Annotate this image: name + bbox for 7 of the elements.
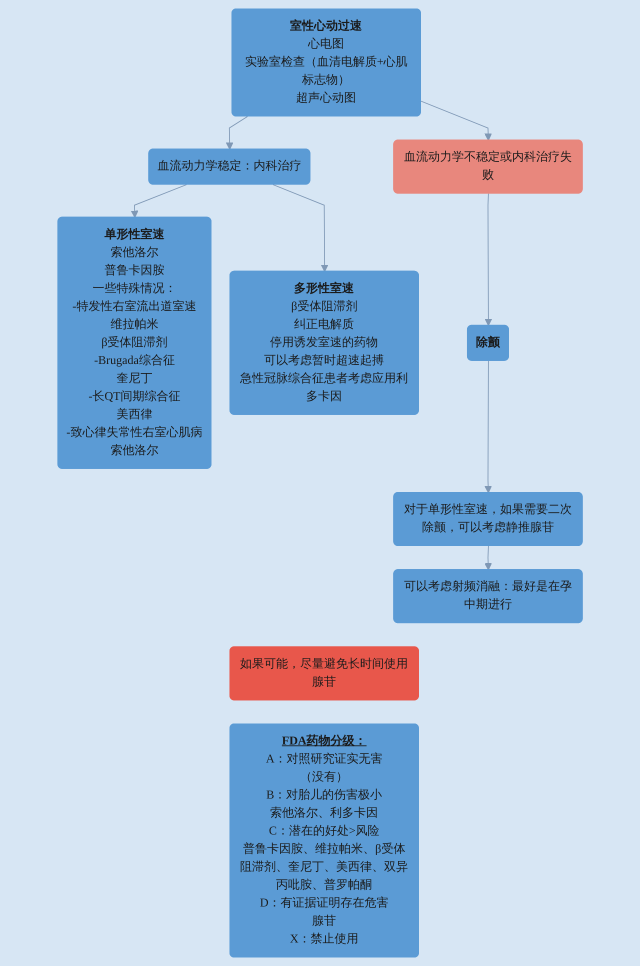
arrow: [484, 193, 492, 326]
arrow: [484, 360, 492, 494]
arrow: [484, 546, 492, 570]
arrow: [272, 184, 328, 272]
arrow: [130, 184, 187, 218]
arrow: [226, 116, 248, 150]
arrow: [420, 100, 492, 141]
